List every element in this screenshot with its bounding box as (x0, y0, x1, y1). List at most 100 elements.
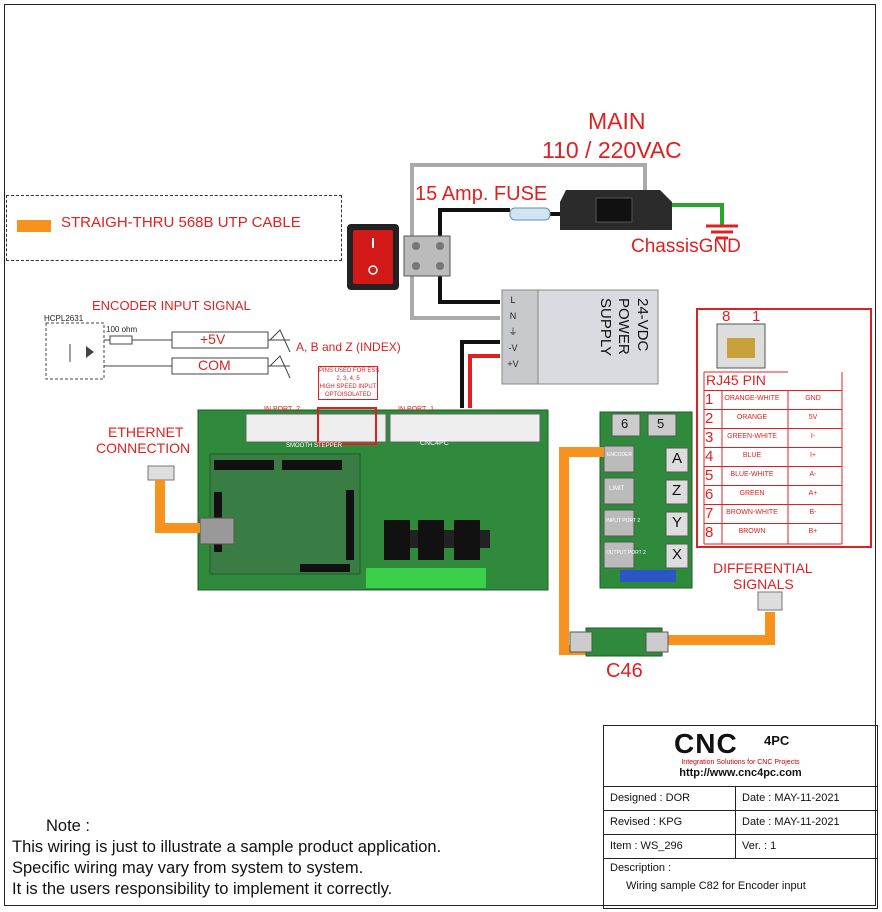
pin-signal: I+ (809, 452, 817, 459)
pin-color: BLUE (742, 452, 762, 459)
terminal-gnd: ⏚ (508, 327, 518, 337)
ethernet-label-2: CONNECTION (96, 440, 191, 456)
pin-num: 5 (705, 467, 714, 484)
pin-num: 4 (705, 448, 714, 465)
terminal-n: N (509, 311, 517, 321)
channels-label: A, B and Z (INDEX) (296, 340, 401, 354)
pins-note: PINS USED FOR ESS 2, 3, 4, 5 HIGH SPEED … (318, 366, 380, 400)
pin-color: BROWN (738, 528, 766, 535)
pin-num: 3 (705, 429, 714, 446)
pin-row: 1 ORANGE-WHITE GND (704, 390, 842, 410)
pin-signal: A- (809, 471, 817, 478)
pin-color: ORANGE-WHITE (724, 395, 780, 402)
psu-line-1: 24-VDC (634, 298, 651, 352)
note-line-1: This wiring is just to illustrate a samp… (12, 838, 442, 856)
orange-cable-swatch (17, 220, 51, 232)
main-label: MAIN (588, 108, 646, 134)
pins-note-2: 2, 3, 4, 5 (336, 376, 360, 382)
terminal-l: L (510, 295, 516, 305)
axis-y: Y (672, 514, 683, 531)
revised-by: Revised : KPG (610, 816, 683, 828)
pin-row: 4 BLUE I+ (704, 447, 842, 467)
port-encoder: ENCODER (607, 452, 633, 458)
designed-row: Designed : DOR Date : MAY-11-2021 (604, 786, 877, 811)
in-port-1-label: IN PORT_1 (398, 406, 435, 413)
designed-date: Date : MAY-11-2021 (742, 792, 840, 804)
item-number: Item : WS_296 (610, 840, 683, 852)
port-limit: LIMIT (609, 486, 625, 492)
rj45-pin-table (696, 308, 872, 548)
cable-legend: STRAIGH-THRU 568B UTP CABLE (6, 195, 342, 261)
port-output-2: OUTPUT PORT 2 (606, 550, 646, 556)
resistor-label: 100 ohm (106, 325, 138, 334)
description-value: Wiring sample C82 for Encoder input (626, 880, 806, 892)
rj45-pin1: 1 (752, 308, 761, 325)
axis-x: X (672, 546, 683, 563)
version: Ver. : 1 (742, 840, 777, 852)
cnc-badge: CNC4PC (420, 440, 449, 447)
pin-row: 7 BROWN-WHITE B- (704, 504, 842, 524)
rj45-title: RJ45 PIN (706, 372, 766, 388)
pin-color: GREEN-WHITE (727, 433, 777, 440)
note-line-3: It is the users responsibility to implem… (12, 880, 393, 898)
chassis-gnd-label: ChassisGND (631, 236, 741, 257)
in-port-2-label: IN PORT_2 (264, 406, 301, 413)
voltage-label: 110 / 220VAC (542, 137, 682, 163)
pin-num: 8 (705, 524, 714, 541)
note-header: Note : (46, 817, 91, 835)
psu-line-3: SUPPLY (597, 298, 614, 357)
differential-label-1: DIFFERENTIAL (713, 560, 813, 576)
breakout-top-6: 6 (621, 416, 629, 431)
pin-signal: A+ (808, 490, 818, 497)
psu-line-2: POWER (615, 298, 632, 355)
pin-row: 6 GREEN A+ (704, 485, 842, 505)
pin-row: 5 BLUE-WHITE A- (704, 466, 842, 486)
pins-note-4: OPTOISOLATED (324, 392, 372, 398)
description-label: Description : (610, 862, 672, 874)
port-input-2: INPUT PORT 2 (606, 518, 641, 524)
psu-label: 24-VDC (634, 298, 651, 352)
title-block: CNC 4PC Integration Solutions for CNC Pr… (603, 725, 878, 909)
pin-num: 2 (705, 410, 714, 427)
pin-color: GREEN (739, 490, 765, 497)
logo-sup: 4PC (764, 733, 790, 748)
note-line-2: Specific wiring may vary from system to … (12, 859, 364, 877)
differential-label-2: SIGNALS (733, 576, 794, 592)
pin-num: 6 (705, 486, 714, 503)
board-brand: SMOOTH STEPPER (286, 443, 343, 449)
pin-row: 8 BROWN B+ (704, 523, 842, 543)
pins-note-1: PINS USED FOR ESS (319, 368, 380, 374)
pin-signal: GND (805, 395, 821, 402)
com-label: COM (198, 357, 231, 373)
pin-signal: B- (809, 509, 817, 516)
cable-legend-label: STRAIGH-THRU 568B UTP CABLE (61, 214, 301, 231)
revised-row: Revised : KPG Date : MAY-11-2021 (604, 810, 877, 835)
pin-color: BROWN-WHITE (726, 509, 778, 516)
encoder-title: ENCODER INPUT SIGNAL (92, 298, 251, 313)
pin-num: 7 (705, 505, 714, 522)
psu-terminals: L N ⏚ -V +V (506, 292, 520, 372)
cnc4pc-logo: CNC 4PC Integration Solutions for CNC Pr… (604, 726, 877, 787)
logo-tagline: Integration Solutions for CNC Projects (681, 759, 800, 766)
title-block-divider (735, 786, 736, 858)
designed-by: Designed : DOR (610, 792, 691, 804)
item-row: Item : WS_296 Ver. : 1 (604, 834, 877, 859)
revised-date: Date : MAY-11-2021 (742, 816, 840, 828)
terminal-plus-v: +V (507, 359, 519, 369)
opto-part: HCPL2631 (44, 314, 84, 323)
drawing-frame (4, 4, 876, 906)
axis-a: A (672, 450, 683, 467)
terminal-minus-v: -V (508, 343, 518, 353)
disclaimer-note: Note : This wiring is just to illustrate… (12, 816, 441, 900)
fuse-label: 15 Amp. FUSE (415, 183, 548, 205)
rj45-pin8: 8 (722, 308, 731, 325)
ethernet-label-1: ETHERNET (108, 424, 184, 440)
pin-color: BLUE-WHITE (730, 471, 774, 478)
pin-num: 1 (705, 391, 714, 408)
breakout-top-5: 5 (657, 416, 665, 431)
c46-label: C46 (606, 660, 643, 682)
pin-signal: B+ (808, 528, 818, 535)
